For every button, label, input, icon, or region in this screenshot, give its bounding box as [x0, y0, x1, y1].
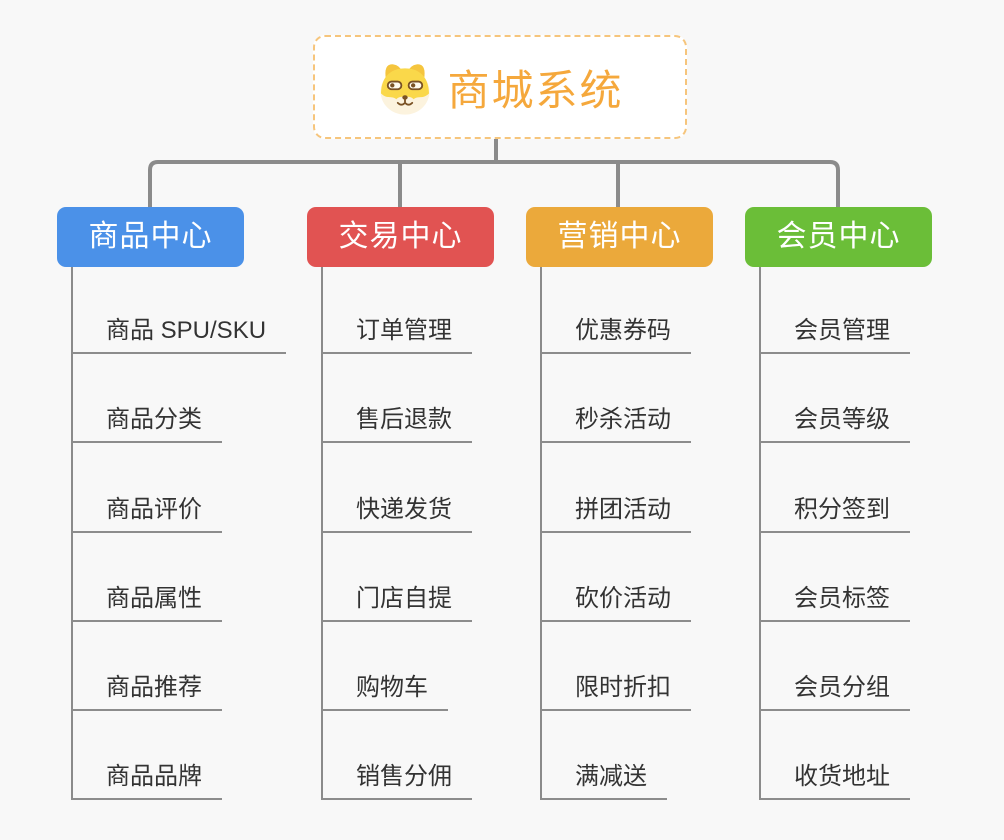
branch-node-member-center[interactable]: 会员中心: [745, 207, 932, 267]
root-node[interactable]: 商城系统: [313, 35, 687, 139]
leaf-node[interactable]: 秒杀活动: [540, 404, 691, 443]
branch-node-marketing-center[interactable]: 营销中心: [526, 207, 713, 267]
leaf-node[interactable]: 会员管理: [759, 315, 910, 354]
branch-node-trade-center[interactable]: 交易中心: [307, 207, 494, 267]
leaf-node[interactable]: 限时折扣: [540, 672, 691, 711]
leaf-node[interactable]: 商品品牌: [71, 761, 222, 800]
leaf-node[interactable]: 商品 SPU/SKU: [71, 315, 287, 354]
root-label: 商城系统: [447, 66, 624, 114]
leaf-node[interactable]: 会员分组: [759, 672, 910, 711]
leaf-node[interactable]: 拼团活动: [540, 494, 691, 533]
leaf-node[interactable]: 砍价活动: [540, 583, 691, 622]
leaf-node[interactable]: 会员等级: [759, 404, 910, 443]
leaf-node[interactable]: 收货地址: [759, 761, 910, 800]
leaf-node[interactable]: 商品推荐: [71, 672, 222, 711]
leaf-node[interactable]: 满减送: [540, 761, 667, 800]
leaf-node[interactable]: 优惠券码: [540, 315, 691, 354]
leaf-node[interactable]: 商品分类: [71, 404, 222, 443]
leaf-node[interactable]: 订单管理: [321, 315, 472, 354]
leaf-node[interactable]: 售后退款: [321, 404, 472, 443]
leaf-node[interactable]: 购物车: [321, 672, 448, 711]
branch-node-product-center[interactable]: 商品中心: [57, 207, 244, 267]
leaf-node[interactable]: 积分签到: [759, 494, 910, 533]
leaf-node[interactable]: 快递发货: [321, 494, 472, 533]
leaf-node[interactable]: 商品评价: [71, 494, 222, 533]
leaf-node[interactable]: 销售分佣: [321, 761, 472, 800]
doge-icon: [376, 58, 434, 116]
leaf-node[interactable]: 门店自提: [321, 583, 472, 622]
leaf-node[interactable]: 会员标签: [759, 583, 910, 622]
leaf-node[interactable]: 商品属性: [71, 583, 222, 622]
